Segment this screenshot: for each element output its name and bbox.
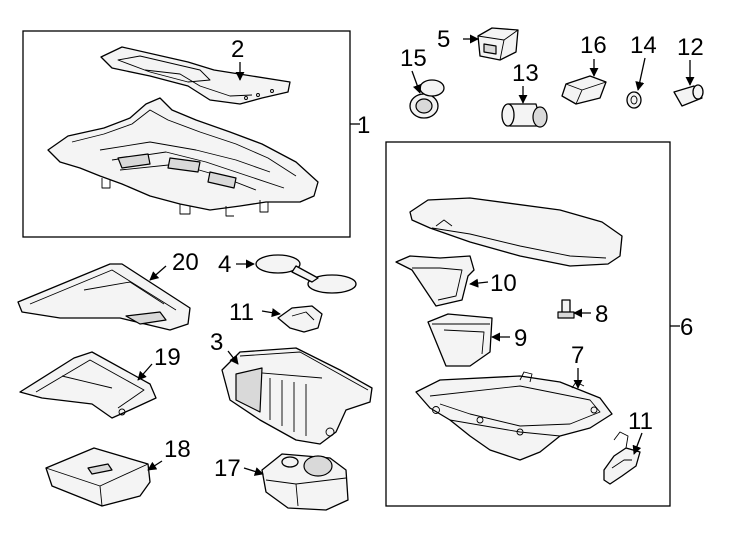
leader-11-left [261,308,281,318]
callout-14: 14 [630,32,657,59]
callout-13: 13 [512,60,539,87]
leader-15 [411,70,422,94]
callout-5: 5 [437,26,450,53]
part-16-module[interactable] [561,75,607,105]
callout-7: 7 [571,342,584,369]
leader-17 [243,467,264,476]
callout-20: 20 [172,249,199,276]
part-14-clip[interactable] [626,91,642,109]
callout-10: 10 [490,270,517,297]
callout-1: 1 [357,112,370,139]
callout-11-left: 11 [229,299,254,326]
part-15-power-outlet[interactable] [409,79,445,119]
part-18-control-module[interactable] [45,447,151,507]
callout-3: 3 [210,329,223,356]
group-box-part-1 [22,30,351,238]
callout-4: 4 [218,251,231,278]
part-17-shifter-switch[interactable] [261,453,349,511]
part-3-storage-compartment[interactable] [221,347,373,445]
part-10-storage-bin[interactable] [395,255,475,307]
leader-18 [147,460,163,471]
callout-15: 15 [400,45,427,72]
part-2-trim-plate[interactable] [100,46,291,105]
part-6-armrest-lid[interactable] [409,197,623,267]
part-11-clip-right[interactable] [603,431,641,485]
leader-19 [137,363,153,381]
leader-20 [149,265,167,281]
part-4-gasket[interactable] [255,254,357,294]
part-5-switch[interactable] [477,27,519,61]
part-1-console-housing[interactable] [47,97,319,217]
callout-11-right: 11 [628,408,653,435]
callout-18: 18 [164,436,191,463]
part-12-bulb[interactable] [673,84,704,107]
callout-17: 17 [214,455,241,482]
group-box-part-6 [385,141,671,507]
callout-19: 19 [154,344,181,371]
part-9-tray[interactable] [427,313,493,367]
leader-14 [635,57,646,91]
part-19-bracket[interactable] [19,351,157,419]
part-7-console-bin[interactable] [415,371,613,461]
callout-8: 8 [595,301,608,328]
leader-10 [469,278,489,288]
leader-11-right [632,432,643,455]
callout-12: 12 [677,34,704,61]
part-13-cylinder[interactable] [501,103,548,128]
part-8-screw[interactable] [557,299,575,319]
callout-6: 6 [680,314,693,341]
callout-2: 2 [231,36,244,63]
part-11-clip-left[interactable] [277,305,323,333]
callout-16: 16 [580,32,607,59]
callout-9: 9 [514,325,527,352]
leader-3 [227,350,239,365]
part-20-tray[interactable] [17,263,191,331]
